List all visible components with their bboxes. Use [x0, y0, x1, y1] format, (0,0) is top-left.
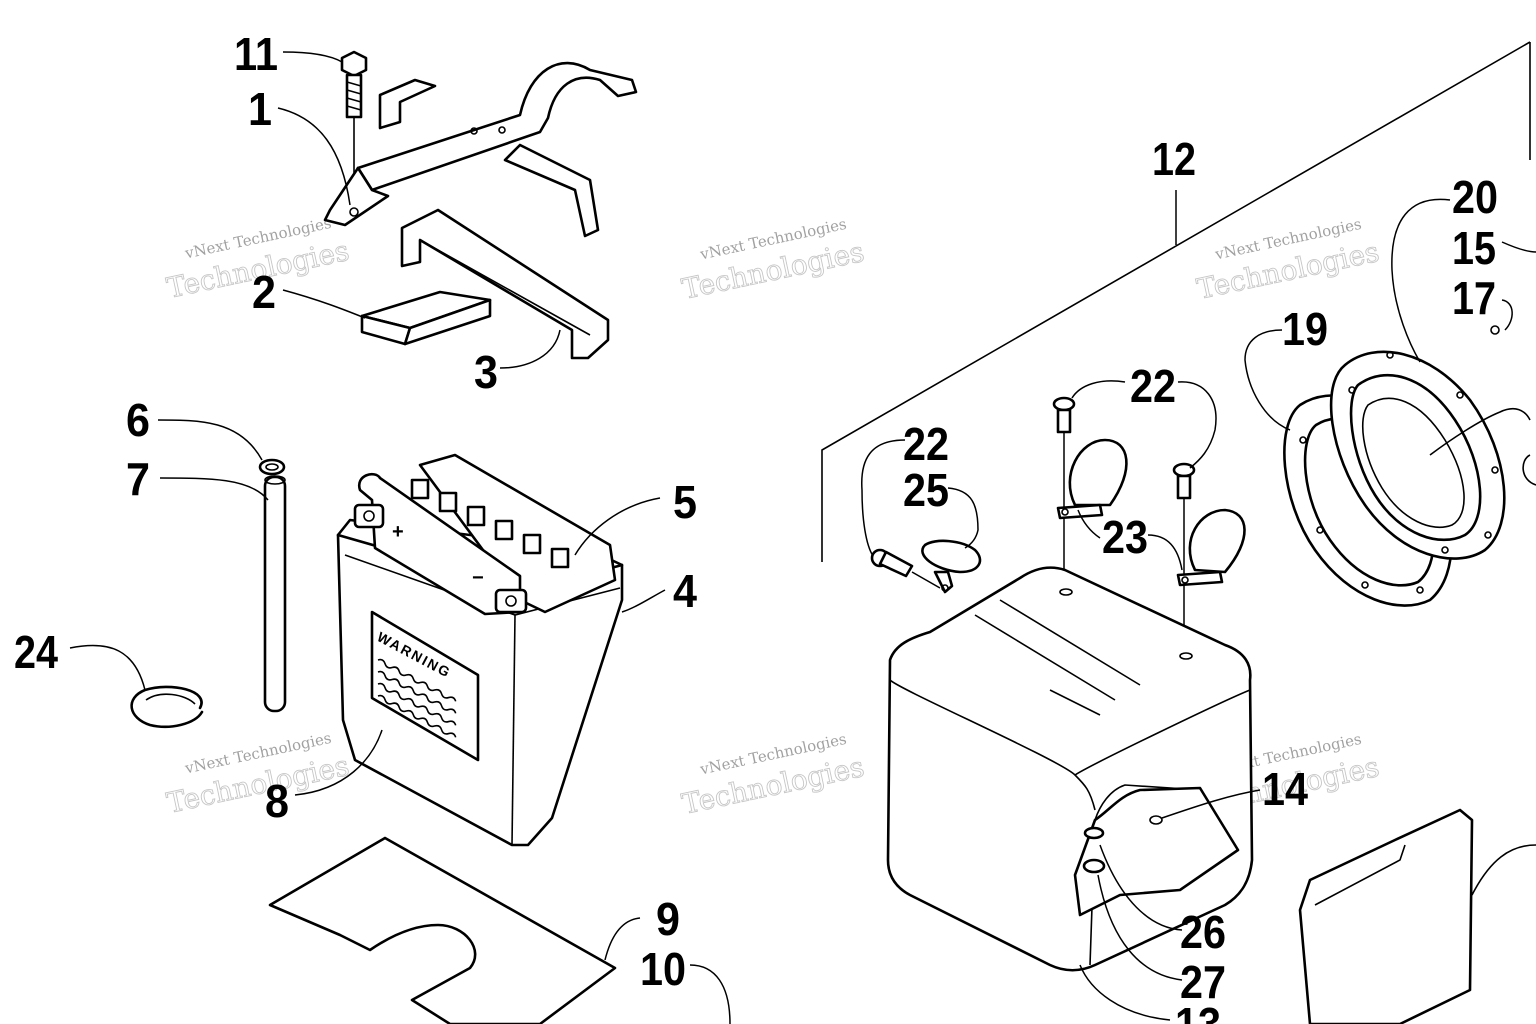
callout-24: 24 — [14, 626, 58, 678]
callout-12: 12 — [1152, 133, 1196, 185]
callout-13: 13 — [1175, 998, 1221, 1024]
screw-part-22-left — [870, 548, 941, 589]
clamp-part-23-left — [1056, 438, 1128, 520]
callout-25: 25 — [903, 464, 949, 516]
battery-mat-part-9 — [268, 836, 617, 1024]
callout-22-top: 22 — [1130, 360, 1176, 412]
callout-23: 23 — [1102, 511, 1148, 563]
callout-5: 5 — [673, 476, 697, 528]
callout-1: 1 — [248, 83, 272, 135]
callout-15: 15 — [1452, 222, 1496, 274]
watermark-3: vNext Technologies Technologies — [1193, 215, 1382, 306]
hold-down-strap-part-1 — [323, 61, 638, 238]
panel-part-12 — [821, 41, 1531, 562]
battery-part-4: + − WARNING — [336, 453, 624, 847]
leader-lines — [69, 51, 1536, 1024]
callout-2: 2 — [252, 266, 276, 318]
callout-27: 27 — [1180, 956, 1226, 1008]
cover-ring-part-20 — [1329, 325, 1536, 560]
callout-3: 3 — [474, 346, 498, 398]
clamp-part-25 — [921, 539, 982, 594]
battery-box-part-13 — [886, 566, 1254, 972]
positive-terminal-mark: + — [392, 521, 404, 543]
callout-labels: 11 1 2 3 6 7 24 5 4 8 9 10 12 20 15 17 1… — [14, 28, 1498, 1024]
callout-19: 19 — [1282, 303, 1328, 355]
battery-terminals — [410, 478, 570, 569]
callout-9: 9 — [656, 893, 680, 945]
watermark-5: vNext Technologies Technologies — [678, 730, 867, 821]
bolt-part-11 — [340, 50, 368, 210]
negative-terminal-mark: − — [472, 567, 484, 589]
callout-6: 6 — [126, 394, 150, 446]
pad-part-2 — [360, 290, 492, 346]
callout-11: 11 — [234, 28, 278, 80]
vent-clamp-part-6 — [258, 458, 286, 476]
watermark-2: vNext Technologies Technologies — [678, 215, 867, 306]
clamp-part-23-right — [1176, 508, 1246, 587]
callout-10: 10 — [640, 943, 686, 995]
screw-part-22-top — [1052, 396, 1076, 590]
band-clamp-part-24 — [130, 685, 204, 729]
bracket-part-3 — [400, 208, 610, 360]
callout-8: 8 — [265, 775, 289, 827]
callout-22-left: 22 — [903, 418, 949, 470]
callout-26: 26 — [1180, 906, 1226, 958]
callout-4: 4 — [673, 565, 697, 617]
callout-7: 7 — [126, 453, 150, 505]
callout-17: 17 — [1452, 272, 1496, 324]
callout-14: 14 — [1262, 763, 1308, 815]
vent-tube-part-7 — [263, 475, 287, 713]
callout-20: 20 — [1452, 171, 1498, 223]
cover-sheet-part — [1298, 808, 1536, 1024]
watermark-4: vNext Technologies Technologies — [163, 729, 352, 820]
